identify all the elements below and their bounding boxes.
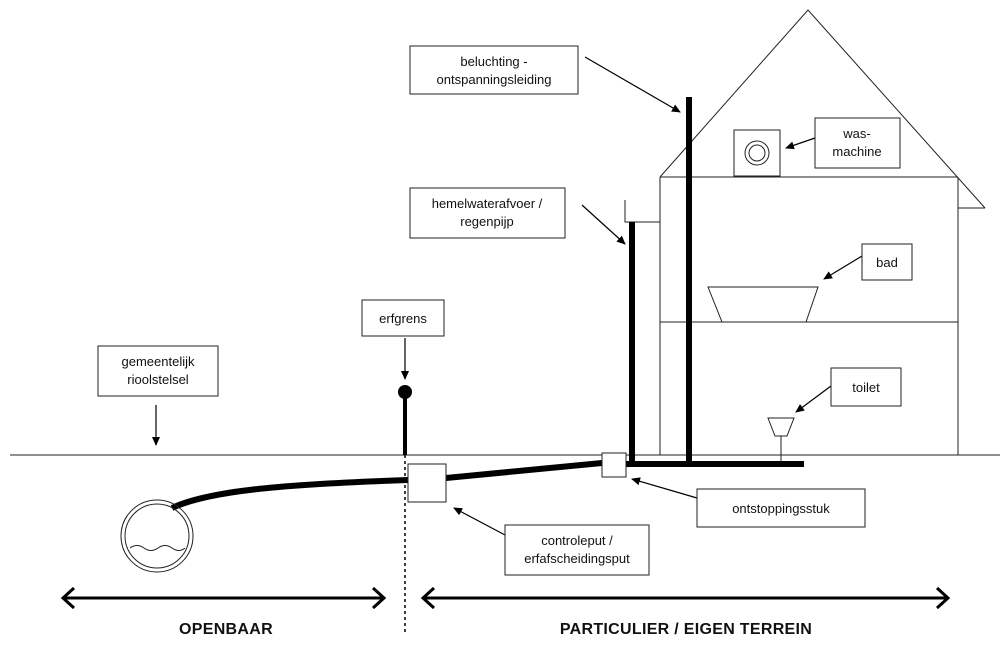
label-inspection-pit-line2: erfafscheidingsput bbox=[524, 551, 630, 566]
pointer-cleanout bbox=[631, 477, 698, 499]
label-cleanout: ontstoppingsstuk bbox=[696, 488, 866, 528]
label-municipal-sewer: gemeentelijk rioolstelsel bbox=[97, 345, 219, 397]
house bbox=[659, 9, 986, 455]
label-washing-machine: was- machine bbox=[814, 117, 901, 169]
label-ventilation: beluchting - ontspanningsleiding bbox=[409, 45, 579, 95]
label-bath: bad bbox=[861, 243, 913, 281]
toilet-fixture bbox=[767, 417, 795, 464]
label-cleanout-text: ontstoppingsstuk bbox=[732, 501, 830, 516]
label-ventilation-line1: beluchting - bbox=[460, 54, 527, 69]
label-municipal-sewer-line1: gemeentelijk bbox=[122, 354, 195, 369]
drain-pipe-to-inspection-pit bbox=[445, 460, 603, 481]
label-washing-machine-line2: machine bbox=[832, 144, 881, 159]
private-zone-arrow bbox=[420, 586, 951, 610]
boundary-marker bbox=[398, 385, 412, 399]
gutter bbox=[624, 200, 660, 223]
label-rainwater: hemelwaterafvoer / regenpijp bbox=[409, 187, 566, 239]
public-zone-arrow bbox=[60, 586, 387, 610]
label-municipal-sewer-line2: rioolstelsel bbox=[127, 372, 189, 387]
pointer-bath bbox=[823, 255, 863, 280]
cleanout-piece bbox=[601, 452, 627, 478]
label-toilet-text: toilet bbox=[852, 380, 880, 395]
label-inspection-pit: controleput / erfafscheidingsput bbox=[504, 524, 650, 576]
bathtub bbox=[707, 286, 819, 323]
washing-machine bbox=[733, 129, 781, 177]
label-bath-text: bad bbox=[876, 255, 898, 270]
label-boundary-text: erfgrens bbox=[379, 311, 427, 326]
label-washing-machine-line1: was- bbox=[842, 126, 870, 141]
zone-label-public: OPENBAAR bbox=[179, 621, 273, 638]
label-toilet: toilet bbox=[830, 367, 902, 407]
pointer-toilet bbox=[795, 385, 832, 413]
label-ventilation-line2: ontspanningsleiding bbox=[437, 72, 552, 87]
label-rainwater-line1: hemelwaterafvoer / bbox=[432, 196, 543, 211]
drain-pipe-to-sewer bbox=[170, 477, 409, 511]
label-boundary: erfgrens bbox=[361, 299, 445, 337]
zone-label-private: PARTICULIER / EIGEN TERREIN bbox=[560, 621, 812, 638]
municipal-sewer-main bbox=[120, 499, 194, 573]
label-rainwater-line2: regenpijp bbox=[460, 214, 514, 229]
inspection-pit bbox=[407, 463, 447, 503]
label-inspection-pit-line1: controleput / bbox=[541, 533, 613, 548]
pointer-ventilation bbox=[584, 56, 681, 113]
pointer-rainwater bbox=[581, 204, 626, 245]
pointer-washing-machine bbox=[785, 137, 816, 150]
pointer-inspection-pit bbox=[453, 507, 506, 536]
